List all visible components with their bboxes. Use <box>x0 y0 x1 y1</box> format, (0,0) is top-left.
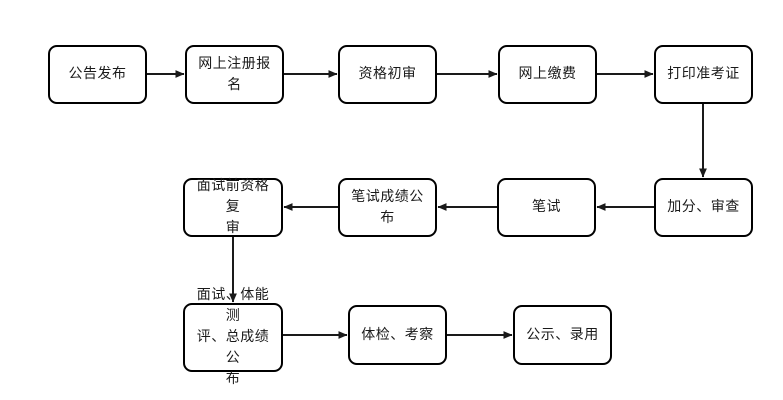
flow-node-n3[interactable]: 资格初审 <box>338 45 437 104</box>
flow-node-n12[interactable]: 公示、录用 <box>513 305 612 365</box>
flow-node-label: 打印准考证 <box>667 66 740 82</box>
flow-node-n7[interactable]: 笔试 <box>497 178 596 237</box>
flow-node-label: 公告发布 <box>68 66 127 82</box>
flow-node-label: 网上缴费 <box>518 66 577 82</box>
flow-node-n11[interactable]: 体检、考察 <box>348 305 447 365</box>
flow-node-n4[interactable]: 网上缴费 <box>498 45 597 104</box>
flow-node-label: 面试、体能测 评、总成绩公 布 <box>196 287 270 387</box>
flow-node-n8[interactable]: 笔试成绩公布 <box>338 178 437 237</box>
flow-node-n5[interactable]: 打印准考证 <box>654 45 753 104</box>
flow-node-label: 面试前资格复 审 <box>196 178 270 236</box>
flow-node-n2[interactable]: 网上注册报名 <box>185 45 284 104</box>
flow-node-label: 网上注册报名 <box>198 55 271 93</box>
flow-node-label: 体检、考察 <box>361 326 434 343</box>
flow-node-label: 公示、录用 <box>526 326 599 343</box>
flow-node-label: 资格初审 <box>358 66 417 82</box>
flow-node-n10[interactable]: 面试、体能测 评、总成绩公 布 <box>183 287 283 387</box>
flow-node-n6[interactable]: 加分、审查 <box>654 178 753 237</box>
flow-node-n1[interactable]: 公告发布 <box>48 45 147 104</box>
flow-node-n9[interactable]: 面试前资格复 审 <box>183 178 283 237</box>
flow-node-label: 笔试 <box>532 199 561 215</box>
flow-node-label: 笔试成绩公布 <box>351 188 424 226</box>
flow-node-label: 加分、审查 <box>667 199 740 215</box>
